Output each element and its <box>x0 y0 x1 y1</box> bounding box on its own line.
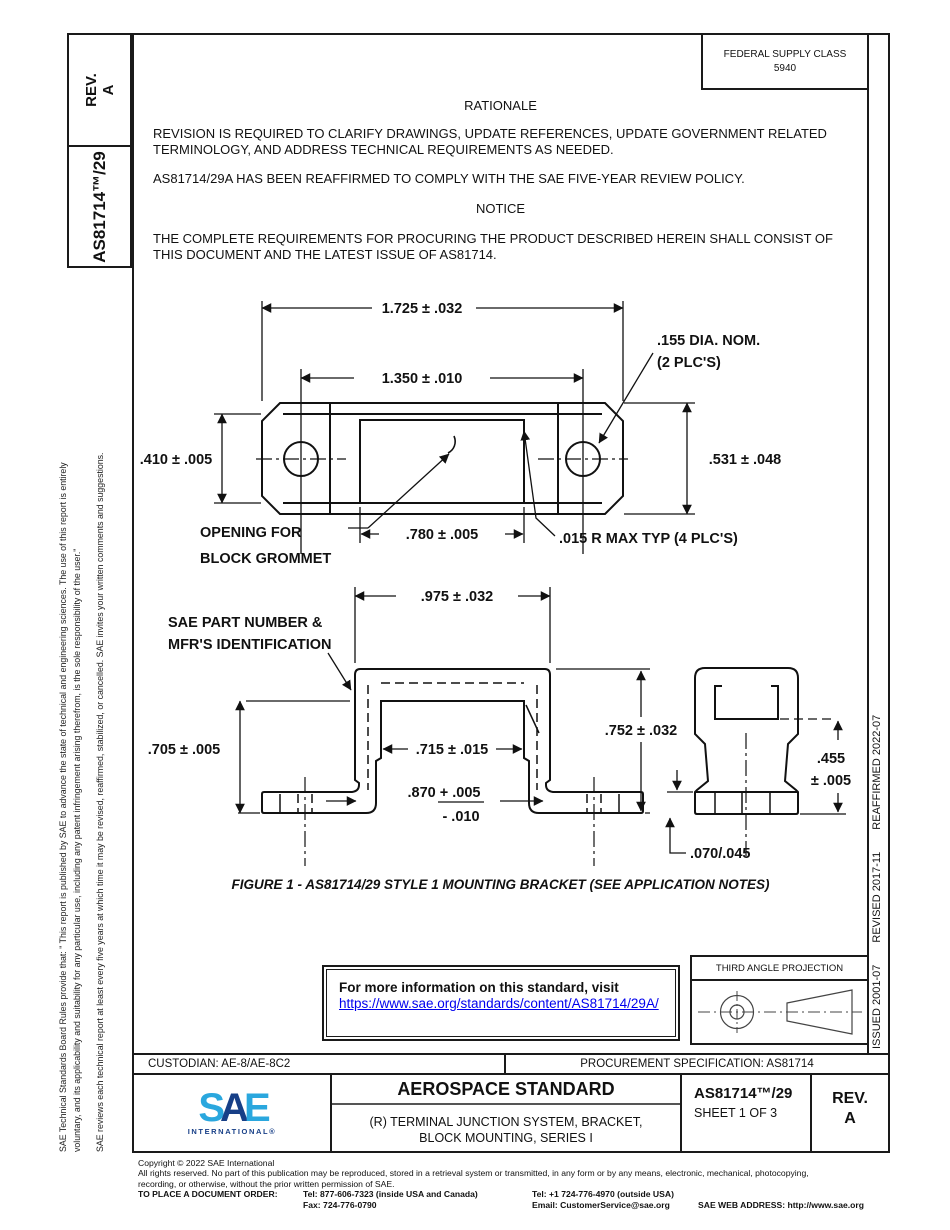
fsc-value: 5940 <box>773 63 797 74</box>
dim-corner-radius: .015 R MAX TYP (4 PLC'S) <box>559 531 738 547</box>
top-view-labels: 1.725 ± .032 1.350 ± .010 .155 DIA. NOM.… <box>140 301 781 567</box>
dim-depth-line1: .455 <box>817 751 845 767</box>
info-box-text: For more information on this standard, v… <box>339 980 619 995</box>
standard-url-link[interactable]: https://www.sae.org/standards/content/AS… <box>339 996 659 1011</box>
top-view-dimension-lines <box>214 301 695 554</box>
reaffirmed-date: REAFFIRMED 2022-07 <box>871 714 883 830</box>
revision-value: A <box>844 1110 856 1127</box>
fsc-label: FEDERAL SUPPLY CLASS <box>723 49 847 60</box>
issued-date: ISSUED 2001-07 <box>871 964 883 1049</box>
copyright-line2: All rights reserved. No part of this pub… <box>138 1168 809 1179</box>
custodian-row: CUSTODIAN: AE-8/AE-8C2 PROCUREMENT SPECI… <box>132 1053 890 1075</box>
rationale-title: RATIONALE <box>464 98 537 113</box>
dim-inner-width: .715 ± .015 <box>416 742 488 758</box>
projection-box-title: THIRD ANGLE PROJECTION <box>692 957 867 981</box>
sae-disclaimer-paragraph-2: SAE reviews each technical report at lea… <box>94 262 108 1152</box>
phone-inside-usa: Tel: 877-606-7323 (inside USA and Canada… <box>303 1189 478 1200</box>
standard-title-cell: AEROSPACE STANDARD (R) TERMINAL JUNCTION… <box>332 1075 682 1151</box>
dim-height-overall: .752 ± .032 <box>605 723 677 739</box>
sae-logo: SAE INTERNATIONAL® <box>134 1075 332 1151</box>
sae-logo-s: S <box>198 1086 225 1130</box>
notice-title: NOTICE <box>475 201 526 216</box>
document-number: AS81714™/29 <box>694 1085 793 1102</box>
bracket-top-view <box>261 402 624 515</box>
sae-web-address: SAE WEB ADDRESS: http://www.sae.org <box>698 1199 864 1210</box>
sae-logo-international: INTERNATIONAL® <box>187 1127 277 1136</box>
copyright-line1: Copyright © 2022 SAE International <box>138 1158 275 1168</box>
side-view-labels: .455 ± .005 .070/.045 <box>690 751 851 862</box>
document-number-cell: AS81714™/29 SHEET 1 OF 3 <box>682 1075 812 1151</box>
rev-value: A <box>99 84 117 96</box>
dim-top-width: .975 ± .032 <box>421 589 493 605</box>
dim-depth-line2: ± .005 <box>811 773 851 789</box>
revision-cell: REV. A <box>812 1075 888 1151</box>
sheet-number: SHEET 1 OF 3 <box>694 1106 778 1120</box>
revision-box: REV. A <box>67 33 132 147</box>
dim-width-overall: 1.725 ± .032 <box>382 301 463 317</box>
standard-title-line1: (R) TERMINAL JUNCTION SYSTEM, BRACKET, <box>369 1115 643 1129</box>
standard-title-line2: BLOCK MOUNTING, SERIES I <box>419 1131 593 1145</box>
rationale-paragraph-2: AS81714/29A HAS BEEN REAFFIRMED TO COMPL… <box>153 171 745 186</box>
dim-hole-spacing: 1.350 ± .010 <box>382 371 463 387</box>
custodian-cell: CUSTODIAN: AE-8/AE-8C2 <box>134 1055 506 1073</box>
disclaimer-line: SAE reviews each technical report at lea… <box>95 452 105 1152</box>
dim-height-left: .705 ± .005 <box>148 742 220 758</box>
part-id-label-line2: MFR'S IDENTIFICATION <box>168 637 331 653</box>
opening-label-line2: BLOCK GROMMET <box>200 551 331 567</box>
front-view-hidden-lines <box>279 682 620 812</box>
sae-logo-e: E <box>243 1086 271 1130</box>
revised-date: REVISED 2017-11 <box>871 851 883 943</box>
notice-paragraph: THE COMPLETE REQUIREMENTS FOR PROCURING … <box>153 231 833 262</box>
standard-title: (R) TERMINAL JUNCTION SYSTEM, BRACKET, B… <box>332 1105 680 1146</box>
part-id-label-line1: SAE PART NUMBER & <box>168 615 323 631</box>
dim-inner-height: .410 ± .005 <box>140 452 212 468</box>
rationale-paragraph-1: REVISION IS REQUIRED TO CLARIFY DRAWINGS… <box>153 126 827 157</box>
side-view-dimension-lines <box>665 718 846 854</box>
order-label: TO PLACE A DOCUMENT ORDER: <box>138 1189 278 1200</box>
dim-base-thickness: .070/.045 <box>690 846 750 862</box>
front-view-dimension-lines <box>235 587 650 814</box>
dim-opening-width: .780 ± .005 <box>406 527 478 543</box>
front-view-centerlines <box>304 777 595 866</box>
document-number-rotated-text: AS81714™/29 <box>89 150 109 263</box>
figure1-technical-drawing: 1.725 ± .032 1.350 ± .010 .155 DIA. NOM.… <box>140 301 851 866</box>
federal-supply-class-box: FEDERAL SUPPLY CLASS 5940 <box>701 33 869 90</box>
revision-history-rotated-text: ISSUED 2001-07 REVISED 2017-11 REAFFIRMED … <box>871 579 883 1049</box>
dim-hole-diameter-line1: .155 DIA. NOM. <box>657 333 760 349</box>
procurement-spec-cell: PROCUREMENT SPECIFICATION: AS81714 <box>580 1058 814 1070</box>
phone-outside-usa: Tel: +1 724-776-4970 (outside USA) <box>532 1189 674 1200</box>
copyright-line3: recording, or otherwise, without the pri… <box>138 1178 395 1189</box>
email-address: Email: CustomerService@sae.org <box>532 1199 670 1210</box>
disclaimer-line: SAE Technical Standards Board Rules prov… <box>58 462 68 1152</box>
revision-rotated-text: REV. A <box>82 73 116 107</box>
fax-number: Fax: 724-776-0790 <box>303 1199 377 1210</box>
sae-disclaimer-paragraph-1: SAE Technical Standards Board Rules prov… <box>57 262 84 1152</box>
third-angle-projection-box: THIRD ANGLE PROJECTION <box>690 955 869 1045</box>
dim-leg-width-line2: - .010 <box>442 809 479 825</box>
rev-label: REV. <box>82 73 100 107</box>
revision-label: REV. <box>832 1090 868 1107</box>
front-view-labels: .975 ± .032 SAE PART NUMBER & MFR'S IDEN… <box>148 589 677 825</box>
sae-logo-letters: SAE <box>198 1088 270 1128</box>
third-angle-projection-symbol <box>698 989 862 1035</box>
more-information-box: For more information on this standard, v… <box>322 965 680 1041</box>
dim-outer-height: .531 ± .048 <box>709 452 781 468</box>
copyright-footer: Copyright © 2022 SAE International All r… <box>138 1158 918 1210</box>
bracket-front-view <box>261 668 644 814</box>
figure1-caption: FIGURE 1 - AS81714/29 STYLE 1 MOUNTING B… <box>231 877 770 892</box>
title-block: SAE INTERNATIONAL® AEROSPACE STANDARD (R… <box>132 1073 890 1153</box>
standard-type: AEROSPACE STANDARD <box>332 1075 680 1105</box>
dim-hole-diameter-line2: (2 PLC'S) <box>657 355 721 371</box>
dim-leg-width-line1: .870 + .005 <box>408 785 481 801</box>
opening-label-line1: OPENING FOR <box>200 525 302 541</box>
sae-logo-a: A <box>220 1086 249 1130</box>
document-number-box: AS81714™/29 <box>67 145 132 268</box>
side-view-details <box>714 792 771 814</box>
disclaimer-line: voluntary, and its applicability and sui… <box>71 548 82 1152</box>
